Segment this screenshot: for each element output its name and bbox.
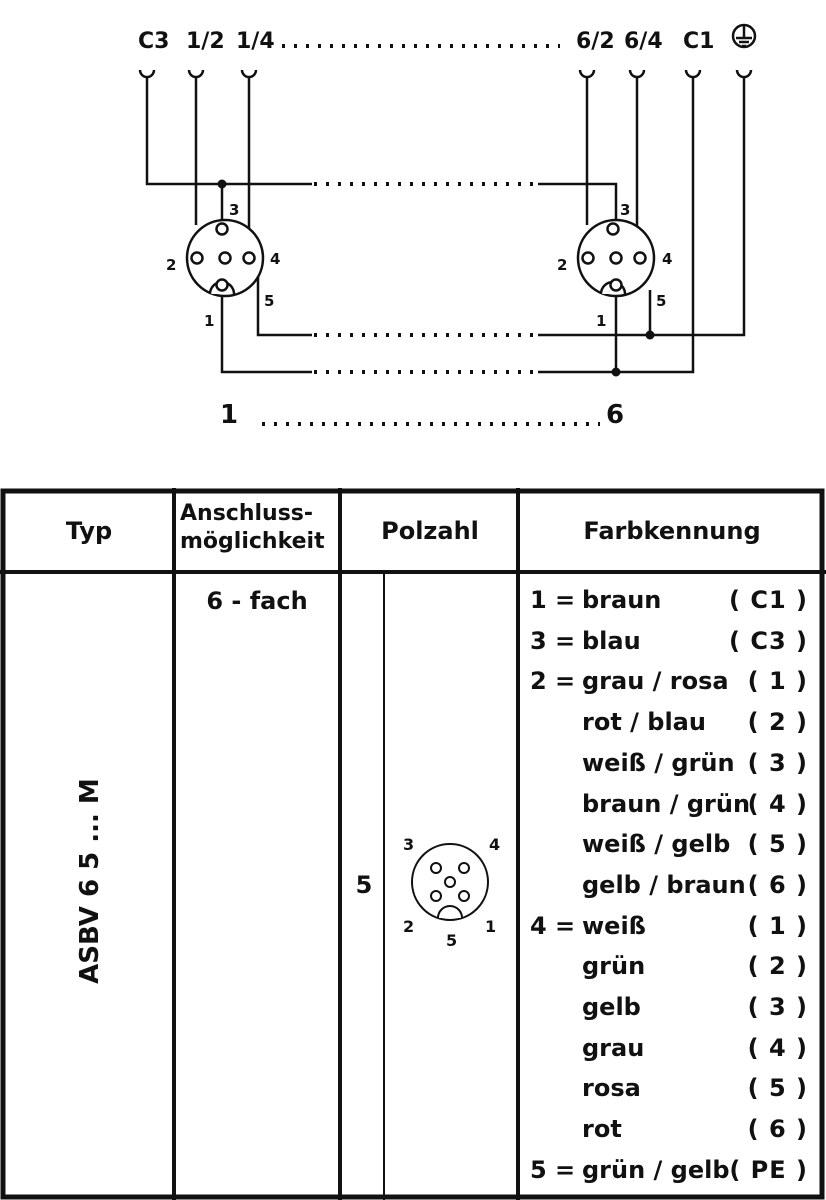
farb-code: ( 3 ) — [747, 993, 808, 1021]
farb-color: gelb — [582, 993, 641, 1021]
face-pin-5: 5 — [446, 931, 458, 950]
farb-prefix: 3 = — [530, 626, 576, 655]
top-label-1-4: 1/4 — [236, 29, 275, 54]
farb-color: rot / blau — [582, 708, 706, 737]
right-pin-2: 2 — [557, 256, 567, 274]
right-pin-3: 3 — [620, 201, 630, 219]
top-label-c1: C1 — [683, 29, 714, 54]
right-pin-1: 1 — [596, 312, 606, 330]
farb-color: rosa — [582, 1074, 641, 1103]
farb-color: gelb / braun — [582, 870, 746, 899]
bottom-label-6: 6 — [606, 400, 624, 430]
farb-code: ( 2 ) — [747, 952, 808, 981]
right-connector — [576, 218, 656, 298]
farb-code: ( 6 ) — [747, 870, 808, 899]
farb-code: ( 4 ) — [747, 789, 808, 818]
farb-code: ( 3 ) — [747, 748, 808, 777]
junction-dots — [217, 179, 655, 377]
wiring-diagram: C3 1/2 1/4 6/2 6/4 C1 — [138, 23, 757, 430]
right-pin-4: 4 — [662, 250, 672, 268]
farb-color: blau — [582, 626, 641, 655]
farb-code: ( 4 ) — [747, 1033, 808, 1062]
left-pin-2: 2 — [166, 256, 176, 274]
terminal-hooks — [138, 69, 753, 84]
bottom-label-1: 1 — [220, 400, 238, 430]
left-pin-4: 4 — [270, 250, 280, 268]
right-pin-5: 5 — [656, 292, 666, 310]
earth-ground-icon — [731, 23, 757, 49]
farb-code: ( 2 ) — [747, 708, 808, 737]
left-pin-5: 5 — [264, 292, 274, 310]
connector-face-icon — [411, 843, 489, 921]
farb-color: grün / gelb — [582, 1155, 730, 1184]
farb-prefix: 2 = — [530, 667, 576, 696]
farb-code: ( 1 ) — [747, 911, 808, 940]
specification-table: Typ Anschluss- möglichkeit Polzahl Farbk… — [0, 488, 826, 1200]
dotted-spans — [262, 182, 600, 426]
farb-code: ( 1 ) — [747, 667, 808, 696]
farb-prefix: 1 = — [530, 586, 576, 614]
farb-color: grau / rosa — [582, 667, 729, 696]
face-pin-2: 2 — [403, 917, 415, 936]
farb-prefix: 5 = — [530, 1155, 576, 1184]
header-anschluss-line2: möglichkeit — [180, 529, 325, 554]
farb-color: rot — [582, 1115, 622, 1144]
typ-value: ASBV 6 5 ... M — [75, 778, 105, 984]
header-farbkennung: Farbkennung — [583, 517, 761, 545]
farb-color: weiß / grün — [582, 748, 735, 777]
top-label-c3: C3 — [138, 29, 169, 54]
farb-code: ( 5 ) — [747, 1074, 808, 1103]
face-pin-4: 4 — [489, 835, 501, 854]
farb-code: ( 6 ) — [747, 1115, 808, 1144]
header-typ: Typ — [65, 517, 113, 545]
farb-color: grau — [582, 1033, 645, 1062]
farb-code: ( C1 ) — [729, 586, 808, 614]
top-label-6-2: 6/2 — [576, 29, 615, 54]
header-anschluss-line1: Anschluss- — [180, 501, 314, 526]
anschluss-value: 6 - fach — [206, 587, 308, 615]
farb-prefix: 4 = — [530, 911, 576, 940]
table-grid — [0, 488, 826, 1200]
left-connector — [185, 218, 265, 298]
farb-color: grün — [582, 952, 646, 981]
left-pin-1: 1 — [204, 312, 214, 330]
face-pin-3: 3 — [403, 835, 415, 854]
farb-code: ( 5 ) — [747, 830, 808, 859]
farb-color: weiß / gelb — [582, 830, 731, 859]
farb-color: braun — [582, 586, 662, 614]
top-label-1-2: 1/2 — [186, 29, 225, 54]
header-polzahl: Polzahl — [381, 517, 479, 545]
polzahl-value: 5 — [355, 871, 373, 899]
left-pin-3: 3 — [229, 201, 239, 219]
farb-color: weiß — [582, 911, 646, 940]
farb-code: ( PE ) — [729, 1155, 808, 1184]
face-pin-1: 1 — [485, 917, 497, 936]
farb-code: ( C3 ) — [729, 626, 808, 655]
top-label-6-4: 6/4 — [624, 29, 663, 54]
farb-color: braun / grün — [582, 789, 751, 818]
